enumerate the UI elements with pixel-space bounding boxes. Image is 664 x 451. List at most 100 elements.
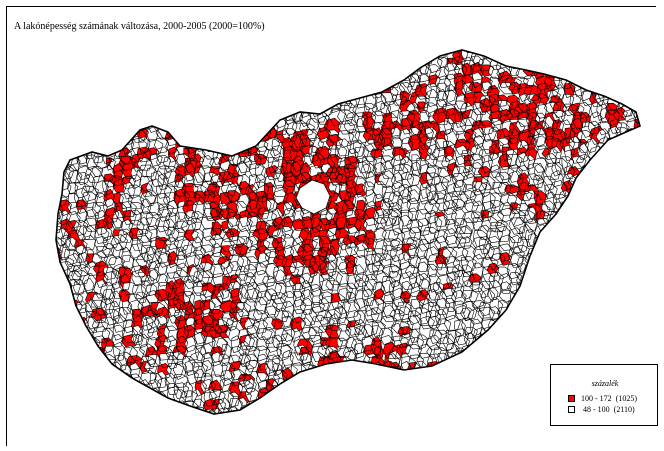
settlement-cell xyxy=(56,88,59,102)
settlement-boundary xyxy=(615,306,630,321)
settlement-boundary xyxy=(183,92,198,112)
settlement-cell xyxy=(293,85,307,104)
settlement-cell xyxy=(642,84,654,101)
settlement-cell xyxy=(91,379,107,394)
settlement-boundary xyxy=(58,113,71,128)
settlement-cell xyxy=(596,165,610,177)
settlement-cell xyxy=(119,50,131,62)
settlement-cell xyxy=(622,316,635,335)
settlement-cell xyxy=(605,165,618,179)
settlement-boundary xyxy=(183,50,196,60)
settlement-boundary xyxy=(551,217,565,230)
settlement-boundary xyxy=(579,236,596,248)
settlement-cell xyxy=(617,235,629,250)
settlement-cell xyxy=(133,399,143,414)
settlement-boundary xyxy=(218,118,230,133)
settlement-cell xyxy=(617,64,634,85)
settlement-cell xyxy=(263,408,278,414)
settlement-boundary xyxy=(228,103,241,120)
settlement-boundary xyxy=(236,93,253,109)
settlement-boundary xyxy=(533,246,548,263)
settlement-cell xyxy=(572,297,583,314)
settlement-boundary xyxy=(194,116,206,130)
settlement-cell xyxy=(596,254,608,273)
settlement-cell xyxy=(589,319,605,332)
settlement-cell xyxy=(185,50,201,65)
settlement-boundary xyxy=(567,291,585,308)
settlement-boundary xyxy=(635,253,640,269)
settlement-cell xyxy=(66,130,81,145)
settlement-cell xyxy=(533,56,548,70)
settlement-boundary xyxy=(635,172,640,187)
settlement-cell xyxy=(56,395,73,410)
settlement-boundary xyxy=(339,84,354,103)
settlement-boundary xyxy=(533,50,550,53)
settlement-boundary xyxy=(131,50,147,52)
settlement-cell xyxy=(344,75,361,93)
settlement-cell xyxy=(577,333,593,350)
settlement-boundary xyxy=(238,59,253,78)
settlement-boundary xyxy=(622,191,640,206)
settlement-cell xyxy=(239,416,252,435)
settlement-boundary xyxy=(254,68,272,85)
settlement-cell xyxy=(391,50,403,63)
settlement-cell xyxy=(132,50,147,51)
settlement-cell xyxy=(148,50,161,59)
settlement-cell xyxy=(633,335,640,350)
settlement-boundary xyxy=(307,62,326,80)
settlement-boundary xyxy=(526,50,543,67)
settlement-cell xyxy=(113,76,123,88)
settlement-cell xyxy=(570,239,584,252)
settlement-cell xyxy=(585,336,600,347)
settlement-boundary xyxy=(75,50,89,63)
settlement-cell xyxy=(554,229,565,247)
settlement-cell xyxy=(318,382,330,394)
settlement-cell xyxy=(170,76,187,91)
settlement-cell xyxy=(94,86,109,97)
settlement-boundary xyxy=(138,50,150,64)
settlement-cell xyxy=(195,117,206,130)
settlement-boundary xyxy=(58,50,77,59)
settlement-cell xyxy=(282,54,293,71)
settlement-cell xyxy=(635,145,640,162)
settlement-cell xyxy=(93,407,110,414)
settlement-cell xyxy=(535,269,548,287)
settlement-cell xyxy=(100,379,116,396)
settlement-boundary xyxy=(200,84,214,105)
settlement-boundary xyxy=(613,75,631,94)
settlement-cell xyxy=(102,103,120,116)
settlement-cell xyxy=(614,50,630,61)
settlement-boundary xyxy=(173,63,188,85)
settlement-cell xyxy=(248,127,262,144)
settlement-cell xyxy=(73,117,88,131)
settlement-boundary xyxy=(445,37,462,50)
settlement-cell xyxy=(567,272,579,287)
settlement-cell xyxy=(202,416,216,431)
settlement-cell xyxy=(549,328,564,341)
settlement-boundary xyxy=(622,219,634,231)
settlement-boundary xyxy=(409,50,421,63)
settlement-cell xyxy=(56,75,63,89)
settlement-cell xyxy=(559,210,574,227)
settlement-cell xyxy=(145,92,158,109)
settlement-boundary xyxy=(633,200,640,217)
settlement-boundary xyxy=(311,92,325,109)
settlement-boundary xyxy=(623,242,638,258)
settlement-cell xyxy=(535,333,554,349)
settlement-boundary xyxy=(165,74,179,91)
settlement-boundary xyxy=(542,233,555,252)
settlement-cell xyxy=(184,407,198,414)
settlement-cell xyxy=(427,264,438,277)
settlement-boundary xyxy=(624,279,640,295)
settlement-cell xyxy=(509,345,524,363)
settlement-boundary xyxy=(157,57,173,70)
settlement-cell xyxy=(588,273,601,291)
settlement-cell xyxy=(344,50,359,54)
settlement-cell xyxy=(169,67,179,83)
settlement-boundary xyxy=(562,50,579,58)
settlement-cell xyxy=(228,111,239,128)
settlement-cell xyxy=(315,74,332,92)
settlement-boundary xyxy=(597,207,614,224)
settlement-cell xyxy=(339,416,353,427)
settlement-cell xyxy=(58,416,68,432)
